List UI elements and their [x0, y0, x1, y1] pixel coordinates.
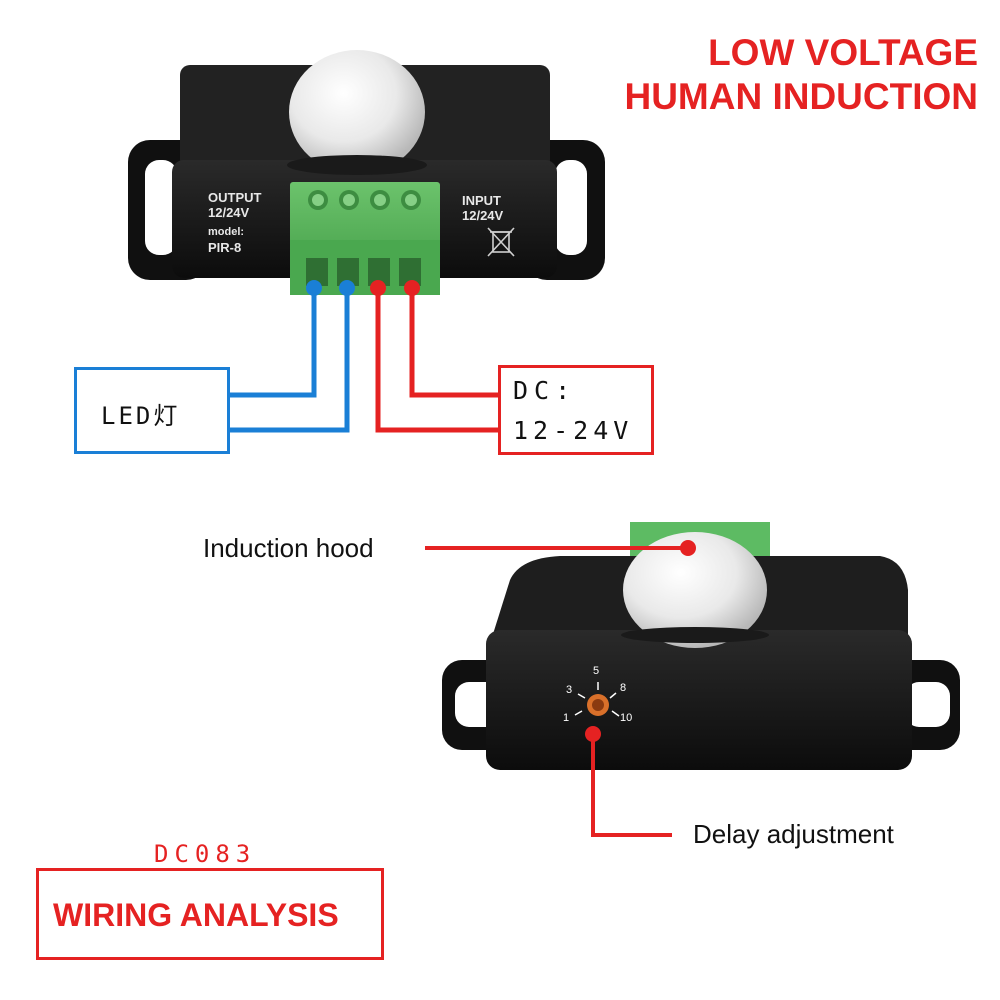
output-label-group: OUTPUT 12/24V model: PIR-8 — [208, 190, 261, 255]
red-wire-outer — [409, 288, 500, 398]
blue-wire-outer — [228, 288, 317, 398]
wiring-analysis-box: WIRING ANALYSIS — [36, 868, 384, 960]
delay-adjustment-dot — [585, 726, 601, 742]
delay-adjustment-leader — [591, 734, 672, 837]
dial-mark-5: 5 — [593, 665, 600, 677]
dc-box: DC: 12-24V — [498, 365, 654, 455]
delay-adjustment-label: Delay adjustment — [693, 819, 894, 849]
header-title: LOW VOLTAGE HUMAN INDUCTION — [558, 32, 978, 118]
terminal-block — [290, 182, 440, 295]
dial-mark-1: 1 — [563, 712, 570, 724]
weee-bin-icon — [487, 227, 515, 257]
dial-mark-10: 10 — [620, 712, 633, 724]
bottom-sensor-device — [442, 522, 960, 770]
induction-hood-label: Induction hood — [203, 533, 374, 563]
model-value: PIR-8 — [208, 240, 242, 255]
led-box: LED灯 — [74, 367, 230, 454]
input-voltage: 12/24V — [462, 208, 504, 223]
red-terminal-dot-1 — [370, 280, 386, 296]
top-sensor-device — [128, 50, 605, 295]
output-voltage: 12/24V — [208, 205, 250, 220]
wiring-analysis-label: WIRING ANALYSIS — [53, 897, 339, 933]
red-wire-inner — [375, 288, 500, 433]
input-label-group: INPUT 12/24V — [462, 193, 503, 223]
footer-code: DC083 — [154, 840, 257, 868]
blue-terminal-dot-1 — [306, 280, 322, 296]
blue-wire-inner — [228, 288, 350, 433]
bottom-induction-dome — [623, 532, 767, 648]
top-induction-dome — [289, 50, 425, 174]
induction-hood-dot — [680, 540, 696, 556]
model-label: model: — [208, 226, 245, 238]
bottom-device-body — [486, 630, 912, 770]
output-label: OUTPUT — [208, 190, 262, 205]
led-label: LED灯 — [101, 402, 181, 430]
wiring-lines — [228, 288, 500, 433]
header-line1: LOW VOLTAGE — [708, 32, 978, 73]
header-line2: HUMAN INDUCTION — [624, 76, 978, 117]
dial-mark-8: 8 — [620, 682, 627, 694]
input-label: INPUT — [462, 193, 501, 208]
red-terminal-dot-2 — [404, 280, 420, 296]
dial-mark-3: 3 — [566, 684, 573, 696]
blue-terminal-dot-2 — [339, 280, 355, 296]
dc-line1: DC: — [513, 376, 577, 405]
dc-line2: 12-24V — [513, 416, 634, 445]
